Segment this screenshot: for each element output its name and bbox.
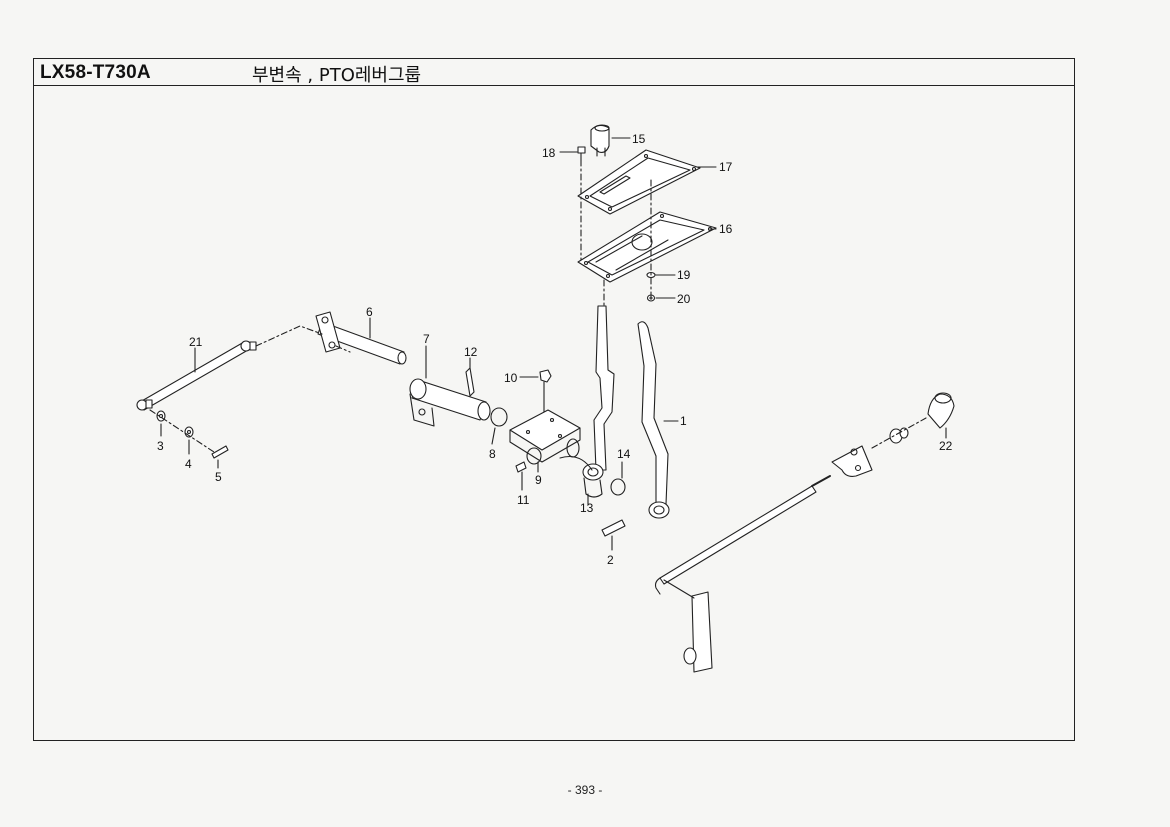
- part-7-shaft: [409, 378, 491, 427]
- callout-11: 11: [517, 493, 530, 507]
- callout-20: 20: [677, 292, 691, 306]
- callout-16: 16: [719, 222, 733, 236]
- part-21-rod: [136, 340, 257, 411]
- page-number: - 393 -: [567, 783, 603, 797]
- part-18-bolt: [577, 146, 586, 161]
- callout-13: 13: [580, 501, 594, 515]
- callout-14: 14: [617, 447, 631, 461]
- callout-8: 8: [489, 447, 496, 461]
- mounting-bracket: [831, 445, 873, 477]
- callout-7: 7: [423, 332, 430, 346]
- part-9-bracket: [509, 409, 593, 471]
- part-5-cotter-pin: [211, 445, 229, 459]
- part-13-lever: [582, 305, 615, 498]
- part-17-gasket: [577, 149, 701, 215]
- callout-12: 12: [464, 345, 478, 359]
- header-row: LX58-T730A 부변속 , PTO레버그룹: [34, 59, 1074, 86]
- part-1-lever: [637, 321, 670, 519]
- section-title: 부변속 , PTO레버그룹: [252, 65, 422, 86]
- callout-2: 2: [607, 553, 614, 567]
- part-16-guide-plate: [577, 211, 717, 283]
- callout-17: 17: [719, 160, 733, 174]
- callout-22: 22: [939, 439, 953, 453]
- callout-3: 3: [157, 439, 164, 453]
- callout-5: 5: [215, 470, 222, 484]
- callout-10: 10: [504, 371, 518, 385]
- part-15-elbow: [590, 124, 610, 157]
- callout-9: 9: [535, 473, 542, 487]
- part-2-pin: [601, 519, 626, 537]
- callout-6: 6: [366, 305, 373, 319]
- nut-and-washer: [889, 427, 909, 444]
- callout-4: 4: [185, 457, 192, 471]
- part-12-pin: [465, 367, 475, 397]
- part-11-grease-nipple: [515, 461, 527, 473]
- callout-21: 21: [189, 335, 203, 349]
- part-10-bolt: [539, 369, 552, 413]
- callout-15: 15: [632, 132, 646, 146]
- linkage-rod-assembly: [654, 475, 831, 673]
- part-8-ring: [490, 407, 508, 427]
- diagram-frame: LX58-T730A 부변속 , PTO레버그룹: [33, 58, 1075, 741]
- part-14-snap-ring: [610, 478, 626, 496]
- callout-1: 1: [680, 414, 687, 428]
- callout-18: 18: [542, 146, 556, 160]
- part-22-knob: [927, 392, 955, 429]
- callout-19: 19: [677, 268, 691, 282]
- part-6-shaft: [315, 311, 407, 365]
- model-code: LX58-T730A: [40, 62, 151, 83]
